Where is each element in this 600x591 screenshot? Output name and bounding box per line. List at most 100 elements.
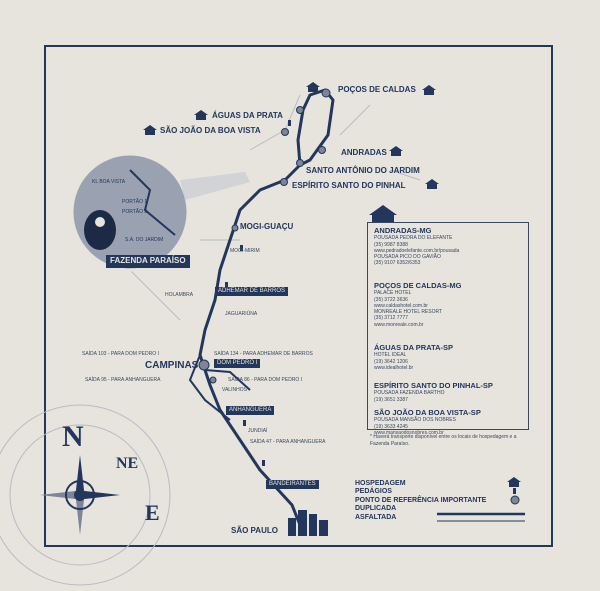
dot-mogi-guacu	[231, 224, 239, 232]
city-holambra: HOLAMBRA	[165, 292, 194, 298]
compass-n: N	[62, 420, 84, 453]
dot-andradas	[318, 146, 326, 154]
hotel-line: MONREALE HOTEL RESORT	[374, 309, 443, 316]
hotels-box	[367, 222, 529, 430]
hotel-header-icon	[369, 205, 397, 223]
hotel-line: (19) 3651 3387	[374, 396, 408, 403]
inset-portao1: PORTÃO 1	[122, 199, 148, 205]
hotel-city: ESPÍRITO SANTO DO PINHAL-SP	[374, 381, 493, 390]
anhanguera-route	[188, 354, 231, 421]
hotel-city: SÃO JOÃO DA BOA VISTA-SP	[374, 408, 481, 417]
legend-ref-dot	[510, 495, 520, 505]
hotel-line: www.monreale.com.br	[374, 321, 424, 328]
dom-pedro-route	[204, 369, 251, 391]
hotel-line: www.mansaodosnobres.com.br	[374, 429, 444, 436]
road-bandeirantes: BANDEIRANTES	[266, 480, 319, 489]
hotel-line: (19) 3642 1206	[374, 358, 408, 365]
city-sjbv: SÃO JOÃO DA BOA VISTA	[160, 126, 261, 135]
legend-toll-mark	[513, 488, 516, 494]
hotel-line: (35) 3712 7777	[374, 315, 408, 322]
hotel-line: (19) 3633 4245	[374, 423, 408, 430]
dot-valinhos	[209, 376, 217, 384]
hotel-line: www.pedradoelefante.com.br/pousada	[374, 247, 460, 254]
hospedagem-icon-pocos-2	[422, 85, 436, 95]
hotel-line: POUSADA PICO DO GAVIÃO	[374, 254, 441, 261]
city-santo-antonio: SANTO ANTÔNIO DO JARDIM	[306, 166, 420, 175]
hotel-line: POUSADA MANSÃO DOS NOBRES	[374, 417, 456, 424]
main-route	[198, 88, 335, 526]
city-aguas: ÁGUAS DA PRATA	[212, 111, 283, 120]
road-dom-pedro: DOM PEDRO I	[214, 359, 261, 368]
dot-campinas	[198, 359, 210, 371]
compass-ne: NE	[116, 455, 139, 472]
inset-road	[129, 169, 176, 236]
city-mogi-guacu: MOGI-GUAÇU	[240, 222, 294, 231]
sao-paulo-skyline	[288, 510, 328, 536]
hospedagem-icon-andradas	[389, 146, 403, 156]
legend-pedagios: PEDÁGIOS	[355, 488, 392, 496]
inset-boa-vista: KL BOA VISTA	[92, 179, 126, 185]
exit-95: SAÍDA 95 - PARA ANHANGUERA	[85, 377, 161, 383]
cow-icon	[84, 210, 116, 250]
transport-note: * Haverá transporte disponível entre os …	[370, 434, 517, 447]
compass-e: E	[145, 500, 160, 525]
city-sao-paulo: SÃO PAULO	[231, 526, 278, 535]
legend-hospedagem: HOSPEDAGEM	[355, 480, 406, 487]
city-pocos: POÇOS DE CALDAS	[338, 85, 416, 94]
city-dots	[198, 88, 331, 384]
city-campinas: CAMPINAS	[145, 360, 199, 371]
city-valinhos: VALINHOS	[222, 387, 247, 393]
hotel-city: ANDRADAS-MG	[374, 226, 432, 235]
hotel-line: www.idealhotel.br	[374, 364, 414, 371]
hotel-line: POUSADA PEDRA DO ELEFANTE	[374, 235, 453, 242]
exit-103: SAÍDA 103 - PARA DOM PEDRO I	[82, 351, 159, 357]
cow-spot	[95, 217, 105, 227]
exit-47: SAÍDA 47 - PARA ANHANGUERA	[250, 439, 326, 445]
city-mogi-mirim: MOGI-MIRIM	[230, 248, 260, 254]
exit-86: SAÍDA 86 - PARA DOM PEDRO I	[228, 377, 303, 383]
hotel-line: (35) 9987 8388	[374, 241, 408, 248]
hotel-line: HOTEL IDEAL	[374, 352, 407, 359]
hotel-line: PALACE HOTEL	[374, 290, 412, 297]
hospedagem-icon-aguas	[194, 110, 208, 120]
hotel-line: POUSADA FAZENDA BARTHO	[374, 390, 445, 397]
inset-title: FAZENDA PARAÍSO	[106, 255, 190, 268]
legend-asfaltada: ASFALTADA	[355, 513, 397, 521]
hotel-city: ÁGUAS DA PRATA-SP	[374, 343, 454, 352]
legend-referencia: PONTO DE REFERÊNCIA IMPORTANTE	[355, 496, 487, 504]
hotel-city: POÇOS DE CALDAS-MG	[374, 281, 462, 290]
legend: HOSPEDAGEM PEDÁGIOS PONTO DE REFERÊNCIA …	[355, 480, 486, 522]
dot-pocos	[321, 88, 331, 98]
inset-portao2: PORTÃO 2	[122, 209, 148, 215]
hospedagem-icon-pocos	[306, 82, 320, 92]
hospedagem-icon-espirito	[425, 179, 439, 189]
toll-markers	[225, 120, 291, 466]
inset-pointer	[180, 172, 250, 200]
dot-espirito	[280, 178, 288, 186]
hospedagem-icon-sjbv	[143, 125, 157, 135]
dot-aguas	[296, 106, 304, 114]
compass-rose	[0, 404, 171, 586]
road-adhemar: ADHEMAR DE BARROS	[215, 287, 289, 296]
hotel-line: (35) 3722 3636	[374, 296, 408, 303]
city-andradas: ANDRADAS	[341, 148, 387, 157]
hotel-line: www.caldashotel.com.br	[374, 302, 428, 309]
map-frame	[44, 45, 553, 547]
legend-duplicada: DUPLICADA	[355, 505, 397, 513]
city-jaguariuna: JAGUARIÚNA	[225, 311, 258, 317]
exit-134: SAÍDA 134 - PARA ADHEMAR DE BARROS	[214, 351, 313, 357]
city-espirito: ESPÍRITO SANTO DO PINHAL	[292, 181, 406, 190]
dot-santo-antonio	[296, 159, 304, 167]
road-anhanguera: ANHANGUERA	[226, 406, 275, 415]
inset-jardim: S.A. DO JARDIM	[125, 237, 164, 243]
dot-sjbv	[281, 128, 289, 136]
hotel-line: (35) 9107 6352/6353	[374, 260, 421, 267]
legend-hospedagem-icon	[507, 477, 521, 487]
city-jundiai: JUNDIAÍ	[248, 428, 268, 434]
